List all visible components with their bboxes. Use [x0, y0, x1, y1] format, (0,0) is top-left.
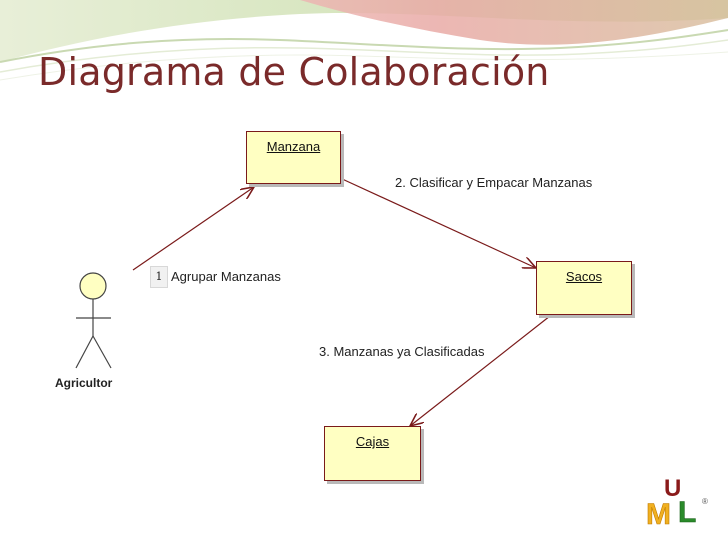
actor-head — [79, 272, 107, 300]
actor-left-leg — [75, 335, 94, 369]
object-manzana-label: Manzana — [266, 139, 321, 154]
message-2-arrow — [339, 177, 536, 268]
message-2-label: 2. Clasificar y Empacar Manzanas — [395, 175, 593, 190]
message-1-arrow — [132, 187, 254, 271]
object-manzana: Manzana — [246, 131, 341, 184]
object-sacos-label: Sacos — [565, 269, 603, 284]
uml-logo-letter-u: U — [664, 475, 681, 502]
actor-figure — [75, 272, 112, 369]
slide-title: Diagrama de Colaboración — [38, 50, 550, 94]
object-cajas-label: Cajas — [355, 434, 390, 449]
message-3-arrow — [410, 315, 551, 426]
uml-logo: U M L ® — [646, 474, 708, 528]
object-sacos: Sacos — [536, 261, 632, 315]
uml-logo-letter-l: L — [678, 496, 696, 528]
actor-name: Agricultor — [55, 376, 113, 390]
actor-right-leg — [92, 335, 112, 369]
header-banner — [0, 0, 728, 81]
message-1-label: Agrupar Manzanas — [171, 269, 281, 284]
message-3-label: 3. Manzanas ya Clasificadas — [319, 344, 485, 359]
object-cajas: Cajas — [324, 426, 421, 481]
uml-logo-letter-m: M — [646, 498, 671, 528]
uml-logo-registered-mark: ® — [702, 497, 708, 506]
message-1-number: 1 — [150, 266, 168, 288]
